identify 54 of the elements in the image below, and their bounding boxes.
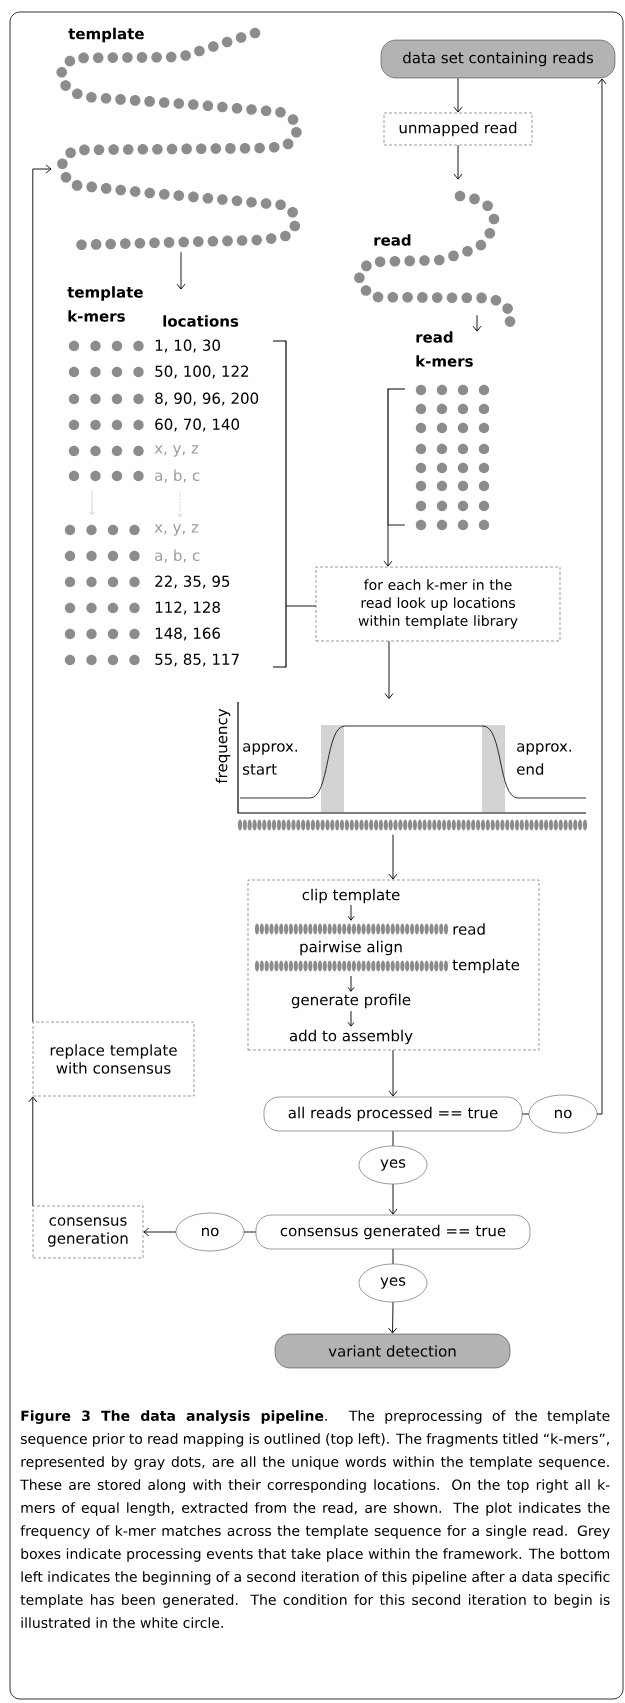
step-label: clip template (302, 888, 400, 904)
location-list: 8, 90, 96, 200 (155, 392, 259, 406)
sequence-label: read (453, 923, 485, 935)
end-terminal: variant detection (274, 1333, 511, 1369)
sequence-label: template (452, 958, 520, 974)
arrow (143, 1227, 177, 1237)
location-list: 60, 70, 140 (155, 418, 240, 432)
location-list: 22, 35, 95 (155, 575, 230, 589)
kmer-label: read k-mers (416, 331, 473, 367)
arrow (596, 78, 607, 1115)
connector-line (392, 1130, 394, 1147)
arrow (384, 640, 394, 700)
connector-line (521, 1113, 530, 1115)
caption: Figure 3 The data analysis pipeline. The preprocessing of the template sequence prior to read mapping is outlined (top left). The fragments titled “k-mers”, represented by gray dots, are all the unique words within the template sequence. These are stored along with their corresponding locations. On the top right all k-mers of equal length, extracted from the read, are shown. The plot indicates the frequency of k-mer matches across the template sequence for a single read. Grey boxes indicate processing events that take place within the framework. The bottom left indicates the beginning of a second iteration of this pipeline after a data specific template has been generated. The condition for this second iteration to begin is illustrated in the white circle. (20, 1410, 610, 1629)
plot-annotation: approx. end (517, 743, 572, 775)
location-list: x, y, z (154, 524, 199, 536)
arrow (388, 834, 398, 880)
location-list: 112, 128 (155, 601, 220, 615)
decision-box: consensus generated == true (255, 1214, 531, 1250)
arrow (453, 77, 463, 113)
start-terminal: data set containing reads (380, 39, 616, 79)
location-list: 1, 10, 30 (155, 339, 220, 353)
arrow (388, 1049, 398, 1097)
arrow (388, 1301, 398, 1334)
location-list: a, b, c (155, 549, 200, 563)
arrow (383, 524, 406, 567)
location-list: 50, 100, 122 (155, 365, 249, 379)
sequence-label: read (374, 234, 411, 246)
connector-line (392, 1248, 394, 1265)
arrow (472, 314, 482, 332)
process-box: unmapped read (383, 112, 533, 146)
location-list: 148, 166 (155, 627, 220, 641)
arrow (388, 1183, 398, 1215)
plot-annotation: approx. start (243, 743, 298, 775)
column-heading: locations (163, 315, 239, 327)
process-box: consensus generation (32, 1205, 144, 1259)
step-label: pairwise align (300, 940, 402, 956)
location-list: 55, 85, 117 (155, 653, 239, 667)
sequence-label: template (68, 27, 144, 43)
decision-box: all reads processed == true (263, 1096, 523, 1132)
step-label: add to assembly (289, 1029, 413, 1045)
arrow (176, 251, 186, 290)
process-box: for each k-mer in the read look up locations within template library (315, 566, 561, 642)
process-box: replace template with consensus (32, 1021, 195, 1097)
location-list: x, y, z (154, 445, 199, 457)
arrow (453, 144, 463, 180)
arrow (28, 1096, 38, 1207)
step-label: generate profile (291, 993, 411, 1009)
connector-line (285, 605, 317, 607)
location-list: a, b, c (155, 469, 200, 483)
column-heading: template k-mers (67, 286, 143, 322)
axis-label: frequency (215, 708, 231, 784)
arrow (32, 164, 52, 1023)
connector-line (243, 1231, 257, 1233)
